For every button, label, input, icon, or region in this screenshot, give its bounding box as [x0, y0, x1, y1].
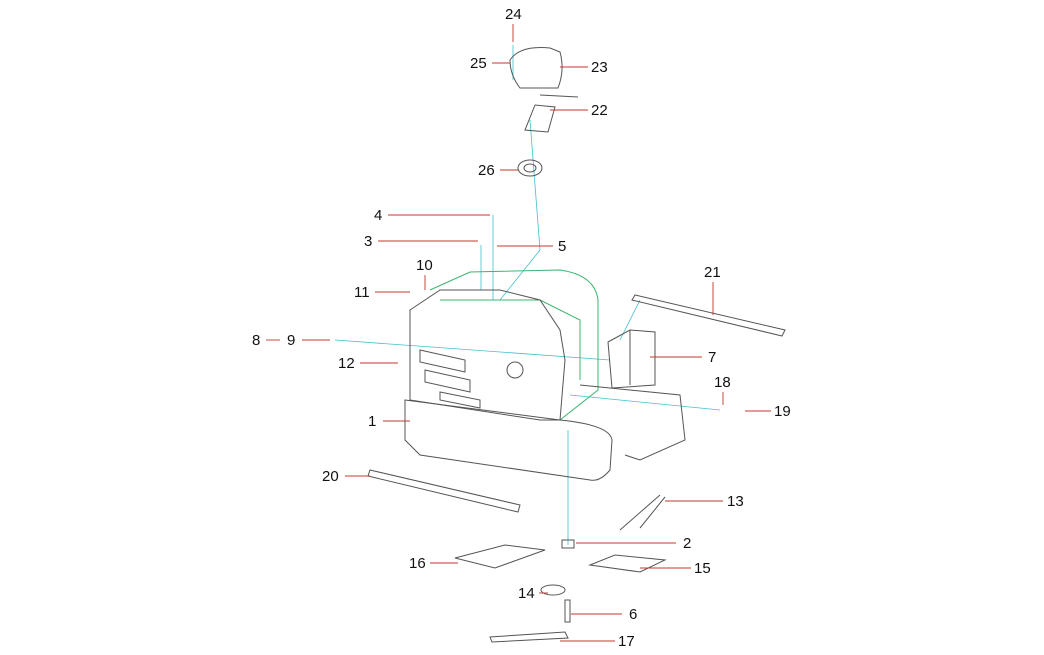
label-18: 18 — [714, 374, 731, 391]
label-10: 10 — [416, 257, 433, 274]
label-11: 11 — [354, 284, 370, 301]
part-14-cap — [540, 584, 566, 596]
part-23-cover — [509, 47, 579, 98]
label-13: 13 — [727, 493, 744, 510]
label-12: 12 — [338, 355, 355, 372]
label-7: 7 — [708, 349, 716, 366]
label-22: 22 — [591, 102, 608, 119]
label-17: 17 — [618, 633, 635, 650]
part-2-nut — [561, 539, 575, 549]
label-19: 19 — [774, 403, 791, 420]
label-26: 26 — [478, 162, 495, 179]
label-9: 9 — [287, 332, 295, 349]
label-6: 6 — [629, 606, 637, 623]
part-15-plate — [588, 554, 667, 573]
label-20: 20 — [322, 468, 339, 485]
assembly-lines — [334, 45, 721, 545]
part-16-mat — [454, 544, 546, 569]
part-6-pin — [564, 599, 571, 623]
label-21: 21 — [704, 264, 721, 281]
label-25: 25 — [470, 55, 487, 72]
label-4: 4 — [374, 207, 382, 224]
label-16: 16 — [409, 555, 426, 572]
part-17-strip — [489, 631, 569, 643]
label-14: 14 — [518, 585, 535, 602]
label-24: 24 — [505, 6, 522, 23]
part-13-cables — [619, 494, 666, 531]
leader-lines — [266, 24, 771, 642]
part-20-strip — [367, 469, 521, 513]
label-23: 23 — [591, 59, 608, 76]
label-2: 2 — [683, 535, 691, 552]
part-1-frame — [404, 269, 686, 481]
label-5: 5 — [558, 238, 566, 255]
label-15: 15 — [694, 560, 711, 577]
label-1: 1 — [368, 413, 376, 430]
label-3: 3 — [364, 233, 372, 250]
part-21-strip — [631, 294, 786, 337]
part-26-grommet — [517, 159, 543, 177]
label-8: 8 — [252, 332, 260, 349]
part-labels: 24 25 23 22 26 4 3 5 10 11 21 8 9 12 7 1… — [252, 6, 791, 650]
part-7-battery — [607, 329, 656, 389]
part-22-bracket — [524, 104, 556, 133]
